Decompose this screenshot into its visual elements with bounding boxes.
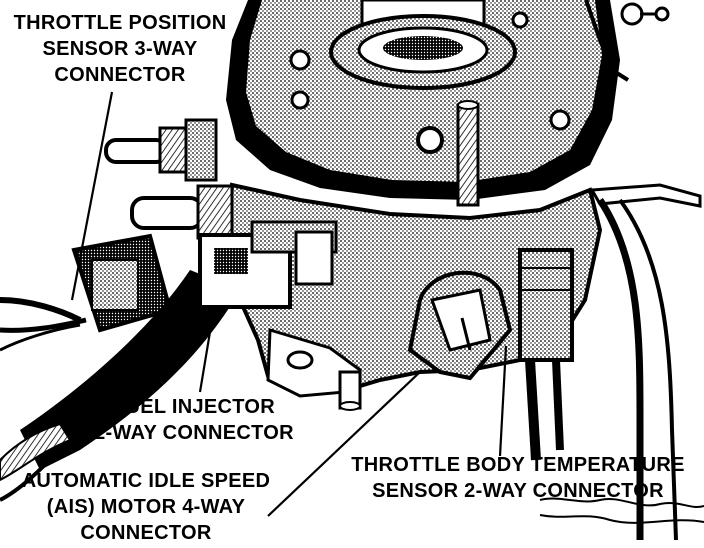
fuel-injector-connector [198, 220, 338, 309]
label-tbt-line-2: SENSOR 2-WAY CONNECTOR [372, 480, 664, 502]
label-ais-line-1: AUTOMATIC IDLE SPEED [21, 470, 271, 492]
label-tbt-line-1: THROTTLE BODY TEMPERATURE [351, 454, 685, 476]
lower-edge-detail [539, 497, 704, 524]
tbt-sensor-connector [407, 248, 574, 461]
leader-line-tps [70, 91, 114, 301]
wiring-harness [0, 270, 240, 502]
leader-line-tbt [498, 345, 508, 457]
leader-line-fuel-injector [198, 331, 212, 393]
label-fuel-injector-line-1: FUEL INJECTOR [112, 396, 276, 418]
leader-line-ais [267, 371, 421, 517]
throttle-bracket [584, 0, 702, 541]
injector-housing [289, 0, 571, 154]
label-fuel-injector: FUEL INJECTOR 2-WAY CONNECTOR [82, 394, 306, 446]
label-tps-line-1: THROTTLE POSITION [13, 12, 227, 34]
label-throttle-body-temp-sensor: THROTTLE BODY TEMPERATURE SENSOR 2-WAY C… [340, 452, 696, 504]
label-throttle-position-sensor: THROTTLE POSITION SENSOR 3-WAY CONNECTOR [6, 10, 234, 88]
label-ais-line-3: CONNECTOR [80, 522, 212, 544]
label-ais-motor: AUTOMATIC IDLE SPEED (AIS) MOTOR 4-WAY C… [10, 468, 282, 546]
label-tps-line-3: CONNECTOR [54, 64, 186, 86]
label-fuel-injector-line-2: 2-WAY CONNECTOR [94, 422, 294, 444]
label-tps-line-2: SENSOR 3-WAY [42, 38, 198, 60]
vacuum-fitting [104, 118, 234, 240]
leader-lines [70, 91, 508, 517]
label-ais-line-2: (AIS) MOTOR 4-WAY [46, 496, 246, 518]
